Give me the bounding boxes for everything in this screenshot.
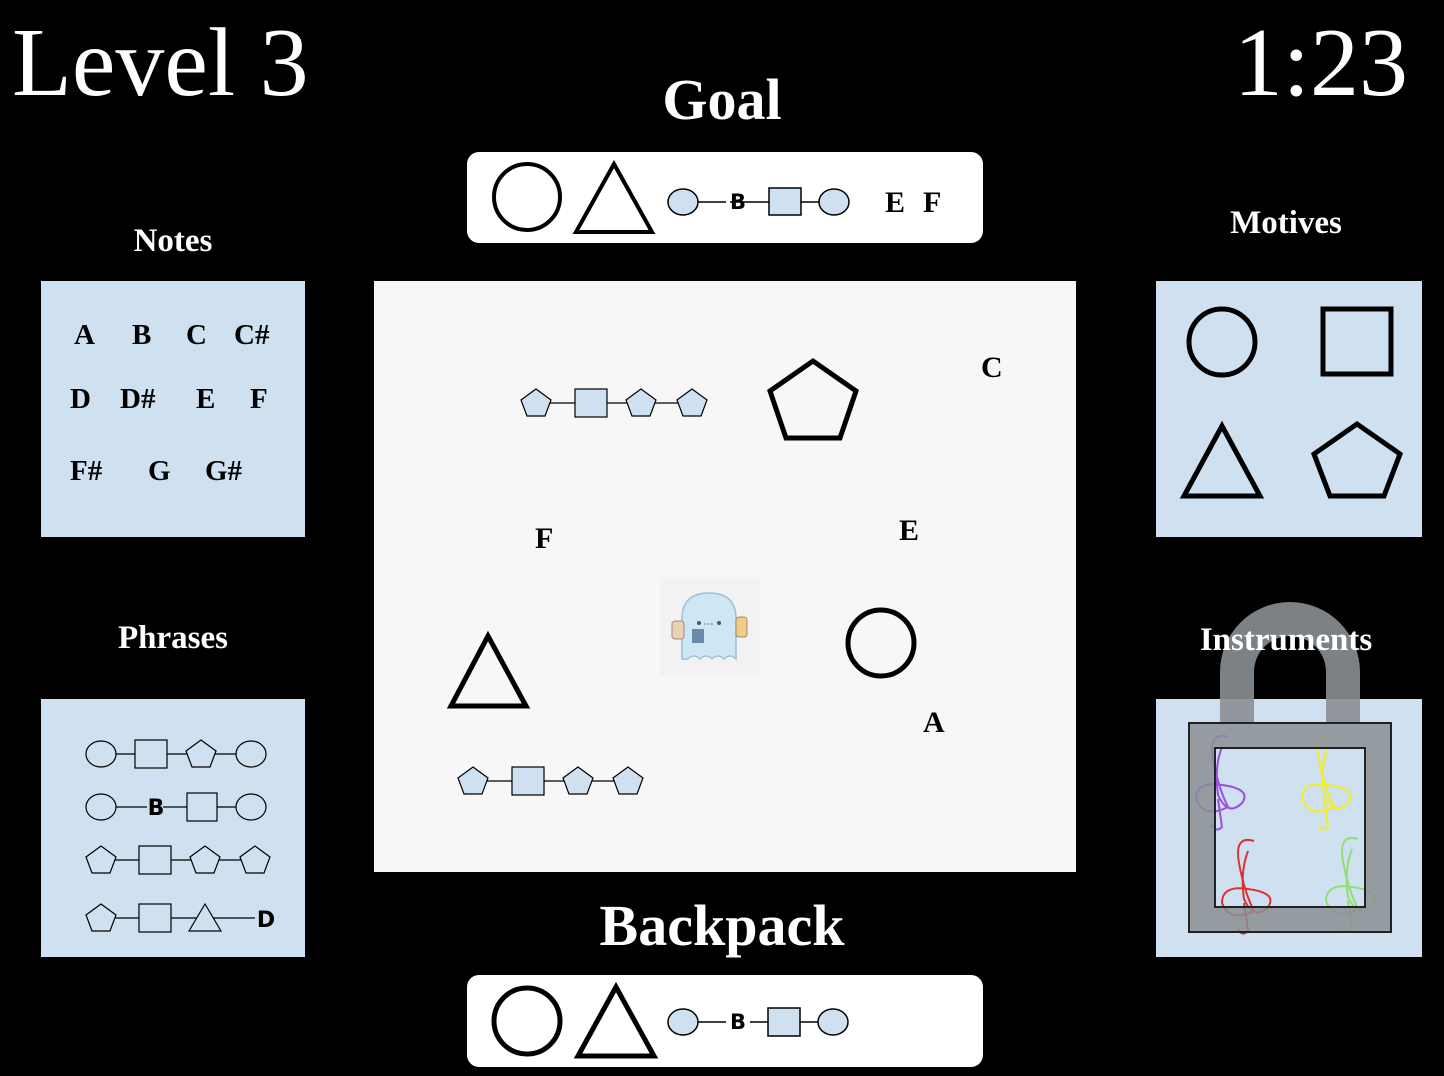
level-indicator: Level 3 <box>12 9 309 117</box>
note-f[interactable]: F <box>250 383 268 415</box>
field-phrase-lower[interactable] <box>457 766 644 796</box>
motive-pentagon[interactable] <box>1310 420 1404 499</box>
motives-heading: Motives <box>1230 205 1342 241</box>
backpack-phrase-circle-B-square-circle[interactable]: B <box>667 1007 849 1037</box>
instruments-panel <box>1156 699 1422 957</box>
motives-list <box>1179 306 1404 499</box>
backpack-bar: B <box>467 975 983 1067</box>
field-circle-motive[interactable] <box>845 607 917 679</box>
backpack-phrase-note: B <box>730 1010 746 1034</box>
goal-heading: Goal <box>662 67 782 132</box>
backpack-items: B <box>491 981 849 1059</box>
goal-circle-motive <box>492 162 562 232</box>
note-f-sharp[interactable]: F# <box>70 455 103 487</box>
note-c-sharp[interactable]: C# <box>234 319 270 351</box>
phrase-row-2-note: B <box>148 796 165 821</box>
backpack-heading: Backpack <box>599 893 845 958</box>
lock-icon <box>1188 722 1392 933</box>
phrase-row-4-note: D <box>257 908 275 933</box>
phrases-heading: Phrases <box>118 620 228 656</box>
field-triangle-motive[interactable] <box>446 630 531 709</box>
motive-triangle[interactable] <box>1179 420 1265 499</box>
treble-clef-icon <box>1194 735 1376 935</box>
goal-note-f: F <box>923 186 942 219</box>
instruments-art <box>1188 722 1392 935</box>
instruments-heading: Instruments <box>1199 622 1373 658</box>
phrase-row-1[interactable] <box>85 739 267 769</box>
goal-note-e: E <box>885 186 906 219</box>
note-d-sharp[interactable]: D# <box>120 383 156 415</box>
goal-phrase-note: B <box>730 190 746 214</box>
motive-circle[interactable] <box>1186 306 1258 378</box>
note-g[interactable]: G <box>148 455 171 487</box>
goal-triangle-motive <box>572 159 656 234</box>
note-g-sharp[interactable]: G# <box>205 455 243 487</box>
field-note-a[interactable]: A <box>923 706 945 739</box>
phrases-panel: B D <box>41 699 305 957</box>
note-a[interactable]: A <box>74 319 95 351</box>
timer: 1:23 <box>1233 9 1408 117</box>
motives-panel <box>1156 281 1422 537</box>
field-note-f[interactable]: F <box>535 522 554 555</box>
backpack-triangle-motive[interactable] <box>573 981 659 1059</box>
note-b[interactable]: B <box>132 319 152 351</box>
phrase-row-2[interactable]: B <box>85 792 267 822</box>
field-note-e[interactable]: E <box>899 514 920 547</box>
notes-heading: Notes <box>133 223 213 259</box>
goal-bar: B E F <box>467 152 983 243</box>
note-d[interactable]: D <box>70 383 91 415</box>
lock-shackle-icon <box>1220 602 1360 722</box>
note-e[interactable]: E <box>196 383 216 415</box>
goal-phrase-circle-B-square-circle: B <box>667 187 850 216</box>
goal-items: B <box>492 159 850 234</box>
motive-square[interactable] <box>1320 306 1394 377</box>
treble-clef-yellow <box>1300 735 1352 831</box>
field-items <box>446 357 917 796</box>
notes-panel: A B C C# D D# E F F# G G# <box>41 281 305 537</box>
phrases-list: B D <box>85 739 275 933</box>
field-note-c[interactable]: C <box>981 351 1003 384</box>
field-phrase-upper[interactable] <box>520 388 708 418</box>
field-pentagon-motive[interactable] <box>767 357 859 441</box>
game-field[interactable]: C F E A <box>374 281 1076 872</box>
backpack-circle-motive[interactable] <box>491 985 563 1057</box>
note-c[interactable]: C <box>186 319 207 351</box>
phrase-row-4[interactable]: D <box>85 902 275 933</box>
phrase-row-3[interactable] <box>85 845 271 875</box>
player-ghost-icon[interactable] <box>660 577 760 677</box>
